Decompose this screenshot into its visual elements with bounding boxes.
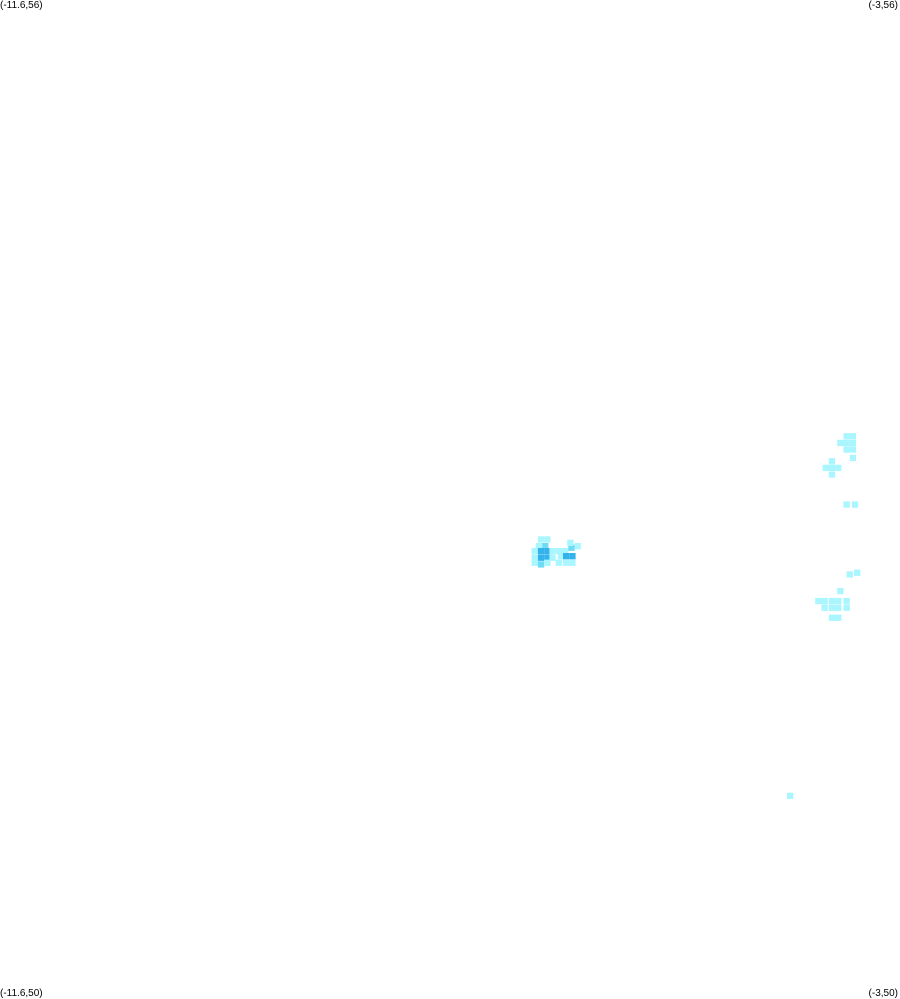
corner-label-bottom-right: (-3,50) [868, 988, 898, 999]
heatmap-cell [849, 454, 857, 461]
heatmap-cell [843, 446, 850, 453]
heatmap-cell [846, 571, 853, 578]
heatmap-cell [821, 597, 828, 605]
heatmap-cells [531, 433, 861, 799]
heatmap-cell [843, 604, 850, 611]
corner-label-bottom-left: (-11.6,50) [0, 988, 43, 999]
heatmap-cell [843, 433, 850, 440]
heatmap-cell [574, 543, 581, 550]
heatmap-cell [531, 554, 538, 561]
corner-label-top-left: (-11.6,56) [0, 0, 43, 11]
heatmap-cell [851, 501, 859, 508]
heatmap-cell [567, 539, 574, 546]
heatmap-cell [815, 597, 822, 605]
heatmap-cell [828, 464, 836, 471]
heatmap-cell [544, 548, 551, 555]
heatmap-cell [563, 559, 570, 566]
heatmap-cell [837, 439, 844, 447]
heatmap-cell [835, 604, 842, 611]
heatmap-cell [555, 559, 562, 566]
heatmap-cell [537, 554, 545, 561]
heatmap-cell [843, 501, 850, 508]
heatmap-cell [555, 548, 562, 555]
heatmap-cell [569, 553, 576, 560]
heatmap-cell [544, 536, 551, 543]
heatmap-cell [835, 464, 842, 471]
heatmap-cell [537, 536, 545, 543]
heatmap-cell [849, 433, 857, 440]
heatmap-cell [557, 553, 565, 560]
heatmap-cell [854, 569, 861, 576]
heatmap-cell [787, 792, 794, 799]
heatmap-cell [535, 543, 543, 550]
heatmap-cell [835, 597, 842, 605]
heatmap-cell [822, 464, 829, 471]
heatmap-cell [549, 554, 556, 561]
heatmap-cell [537, 561, 545, 568]
heatmap-cell [569, 559, 576, 566]
heatmap-cell [549, 548, 556, 555]
heatmap-cell [544, 554, 551, 561]
heatmap-cell [544, 559, 551, 566]
heatmap-cell [849, 446, 857, 453]
heatmap-cell [531, 559, 538, 566]
heatmap-cell [828, 597, 836, 605]
heatmap-cell [843, 597, 850, 605]
heatmap-cell [562, 548, 569, 555]
heatmap-cell [849, 439, 857, 447]
heatmap-cell [835, 614, 842, 621]
heatmap-cell [828, 458, 836, 465]
heatmap-cell [568, 544, 575, 551]
heatmap-cell [563, 553, 570, 560]
heatmap-cell [531, 548, 538, 555]
heatmap-cell [828, 614, 836, 621]
heatmap-cell [537, 548, 545, 555]
heatmap-cell [542, 543, 549, 550]
heatmap-cell [828, 604, 836, 611]
heatmap-cell [843, 439, 850, 447]
heatmap-cell [821, 604, 828, 611]
heatmap-cell [828, 471, 836, 478]
heatmap-cell [837, 587, 844, 595]
corner-label-top-right: (-3,56) [868, 0, 898, 11]
